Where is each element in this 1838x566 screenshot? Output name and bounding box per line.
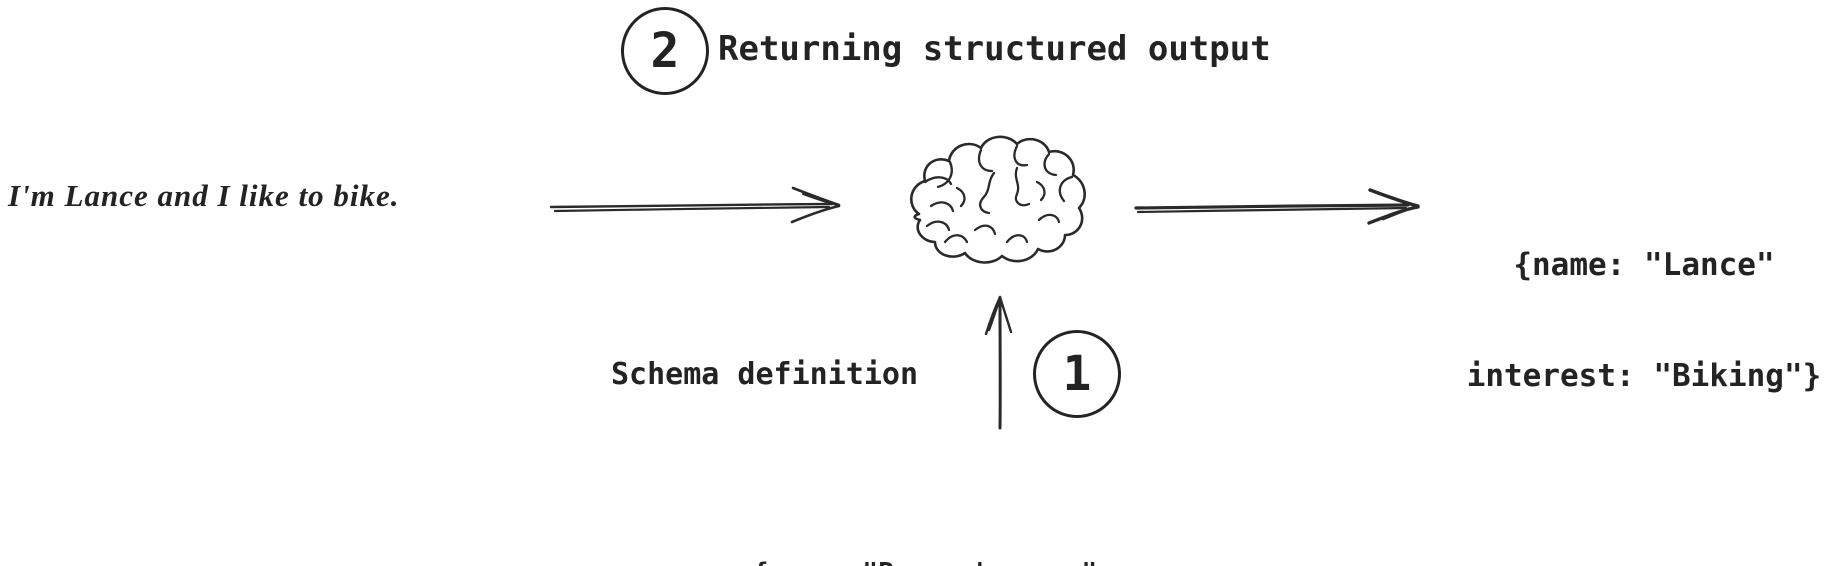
output-json-line2: interest: "Biking"} <box>1466 358 1822 394</box>
brain-icon <box>910 135 1086 264</box>
step-2-number: 2 <box>650 23 680 79</box>
schema-arrow-icon <box>984 295 1013 430</box>
step-1-badge: 1 <box>1033 330 1121 418</box>
input-arrow-icon <box>549 186 841 224</box>
schema-label: Schema definition <box>611 357 919 392</box>
diagram-title: Returning structured output <box>718 29 1271 69</box>
output-json: {name: "Lance" interest: "Biking"} <box>1444 173 1838 469</box>
step-1-number: 1 <box>1062 346 1092 402</box>
output-json-line1: {name: "Lance" <box>1513 247 1775 283</box>
schema-json-line1: {name: "Person's name" <box>625 555 1225 566</box>
output-arrow-icon <box>1134 188 1420 225</box>
input-message: I'm Lance and I like to bike. <box>8 178 400 213</box>
schema-json: {name: "Person's name" interest: "Person… <box>625 481 1225 566</box>
step-2-badge: 2 <box>621 7 709 95</box>
